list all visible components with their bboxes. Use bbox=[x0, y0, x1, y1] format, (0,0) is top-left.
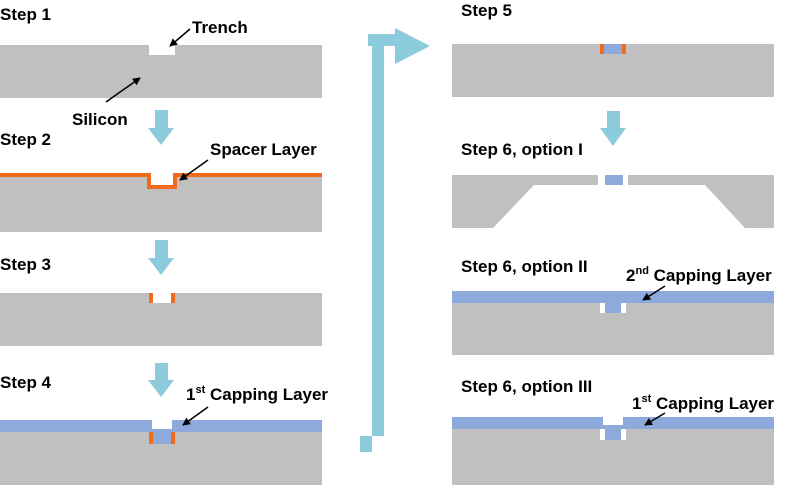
beam-option2 bbox=[605, 303, 621, 313]
step-2-label: Step 2 bbox=[0, 130, 51, 149]
notch-step4 bbox=[152, 420, 172, 429]
second-capping-pointer bbox=[642, 285, 666, 301]
down-arrow-2 bbox=[148, 240, 174, 275]
spacer-layer-label: Spacer Layer bbox=[210, 140, 317, 159]
spacer-left-step3 bbox=[149, 293, 153, 303]
step-3-label: Step 3 bbox=[0, 255, 51, 274]
spacer-pointer bbox=[179, 159, 209, 181]
first-capping-pointer-option3 bbox=[644, 412, 666, 426]
silicon-substrate-step2 bbox=[0, 175, 322, 232]
silicon-substrate-step1 bbox=[0, 45, 322, 98]
step-1-label: Step 1 bbox=[0, 5, 51, 24]
spacer-left-step5 bbox=[600, 44, 604, 54]
transfer-arrow bbox=[360, 28, 430, 452]
first-capping-label-option3: 1st Capping Layer bbox=[632, 393, 774, 413]
trench-label: Trench bbox=[192, 18, 248, 37]
spacer-layer bbox=[0, 173, 322, 189]
spacer-right-step3 bbox=[171, 293, 175, 303]
spacer-left-step4 bbox=[149, 432, 153, 444]
step-6-option-1-label: Step 6, option I bbox=[461, 140, 583, 159]
beam-option1 bbox=[605, 175, 623, 185]
trench-pointer bbox=[169, 28, 191, 47]
silicon-pointer bbox=[105, 77, 141, 103]
silicon-left-option1 bbox=[452, 175, 598, 228]
capping-in-trench-step5 bbox=[600, 44, 626, 54]
notch-option3 bbox=[603, 417, 623, 425]
step-5-label: Step 5 bbox=[461, 1, 512, 20]
step-4-label: Step 4 bbox=[0, 373, 52, 392]
silicon-right-option1 bbox=[628, 175, 774, 228]
beam-option3 bbox=[605, 425, 621, 440]
capping-layer-option2 bbox=[452, 291, 774, 303]
silicon-label: Silicon bbox=[72, 110, 128, 129]
first-capping-pointer bbox=[182, 406, 209, 426]
down-arrow-1 bbox=[148, 110, 174, 145]
spacer-right-step5 bbox=[622, 44, 626, 54]
first-capping-label: 1st Capping Layer bbox=[186, 384, 328, 404]
down-arrow-5 bbox=[600, 111, 626, 146]
spacer-right-step4 bbox=[171, 432, 175, 444]
second-capping-label: 2nd Capping Layer bbox=[626, 265, 772, 285]
capping-in-trench-step4 bbox=[149, 430, 175, 444]
down-arrow-3 bbox=[148, 363, 174, 397]
step-6-option-3-label: Step 6, option III bbox=[461, 377, 592, 396]
silicon-substrate-step3 bbox=[0, 293, 322, 346]
step-6-option-2-label: Step 6, option II bbox=[461, 257, 588, 276]
